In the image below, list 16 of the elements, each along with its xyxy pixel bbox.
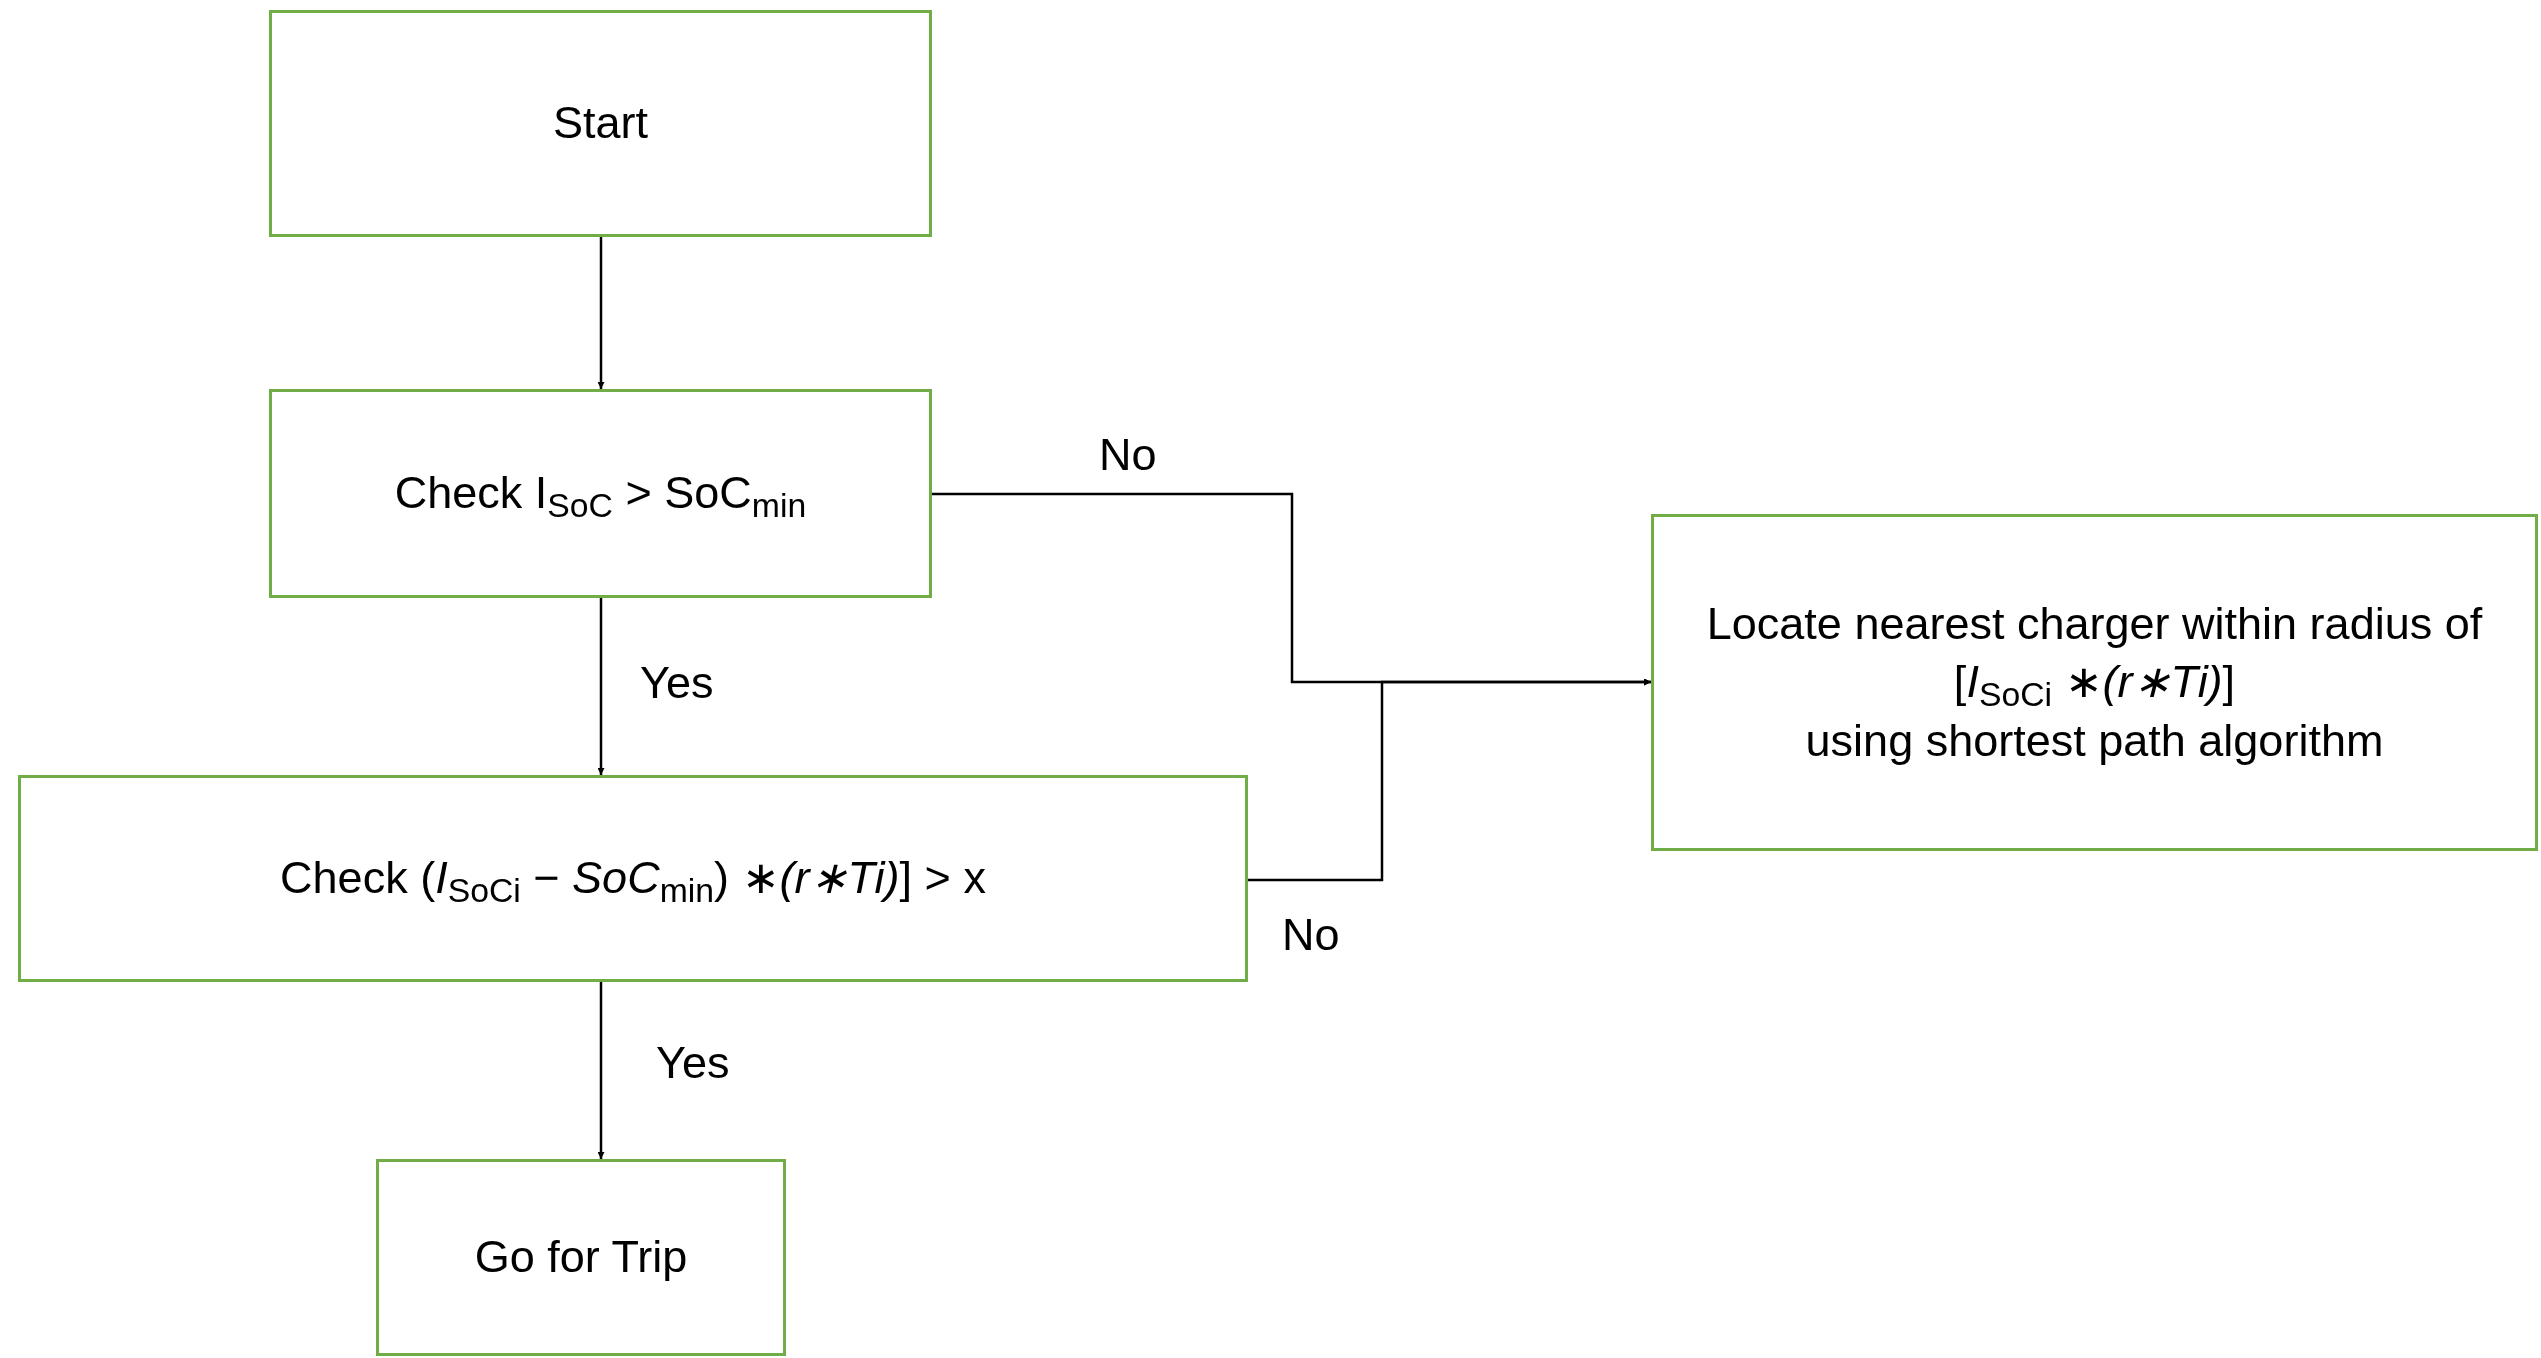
box-text: using shortest path algorithm [1805,713,2384,768]
box-text: Start [552,96,648,151]
box-text: Check (I$_{SoCi}$ − SoC$_{min}$) ∗(r∗Ti)] > x [280,851,986,908]
arrow [597,982,605,1159]
process-box [18,775,1248,982]
process-box [269,389,932,598]
box-text: Locate nearest charger within radius of [1706,596,2483,651]
box-text: Check I$_{SoC}$ > SoC$_{min}$ [394,466,807,523]
process-box [269,10,932,237]
process-box [376,1159,786,1356]
arrow [597,598,605,775]
arrow [597,237,605,389]
box-text: Go for Trip [474,1230,688,1285]
box-text: [I$_{SoCi}$ ∗(r∗Ti)] [1953,655,2236,712]
process-box [1651,514,2538,851]
arrow [1248,678,1651,882]
